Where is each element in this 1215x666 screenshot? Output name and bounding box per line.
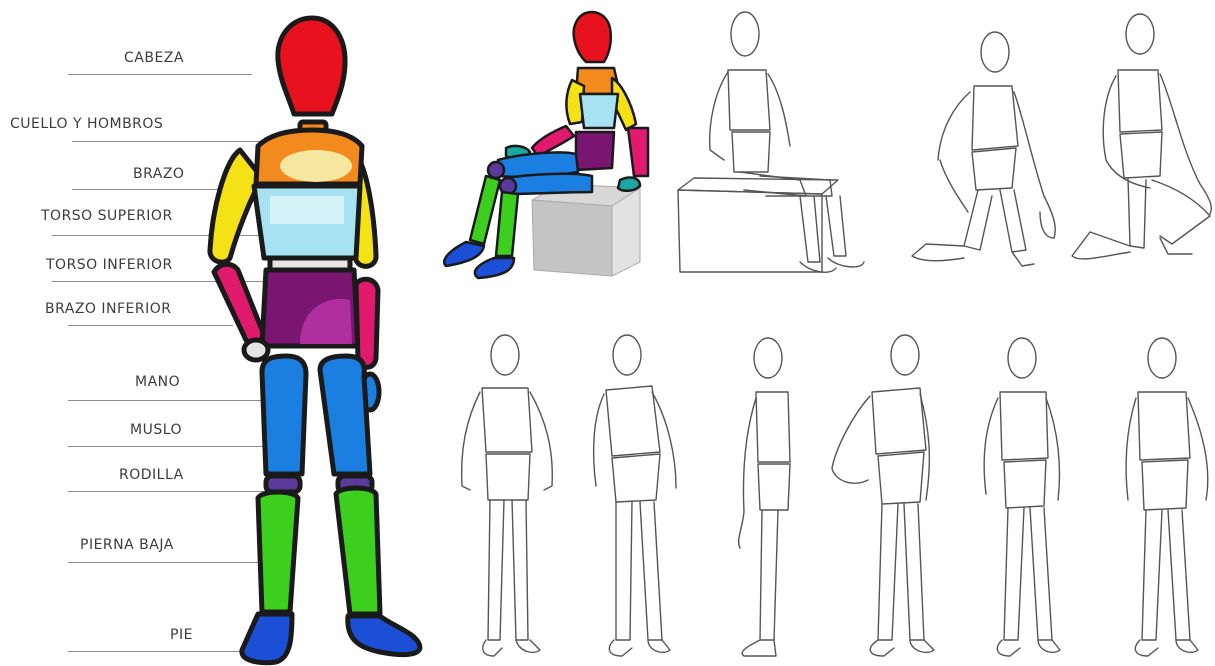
sketch-standing-hand-on-hip bbox=[832, 335, 934, 656]
sketch-standing-front bbox=[462, 335, 553, 656]
sketch-standing-back bbox=[1126, 338, 1208, 656]
sketch-standing-turning bbox=[984, 338, 1060, 656]
sketch-seated-on-box bbox=[678, 12, 864, 272]
sketch-standing-three-quarter bbox=[594, 335, 676, 656]
sketch-standing-side bbox=[739, 338, 790, 656]
sketch-kneeling-two bbox=[1072, 14, 1211, 259]
sketch-kneeling-one bbox=[912, 32, 1055, 266]
